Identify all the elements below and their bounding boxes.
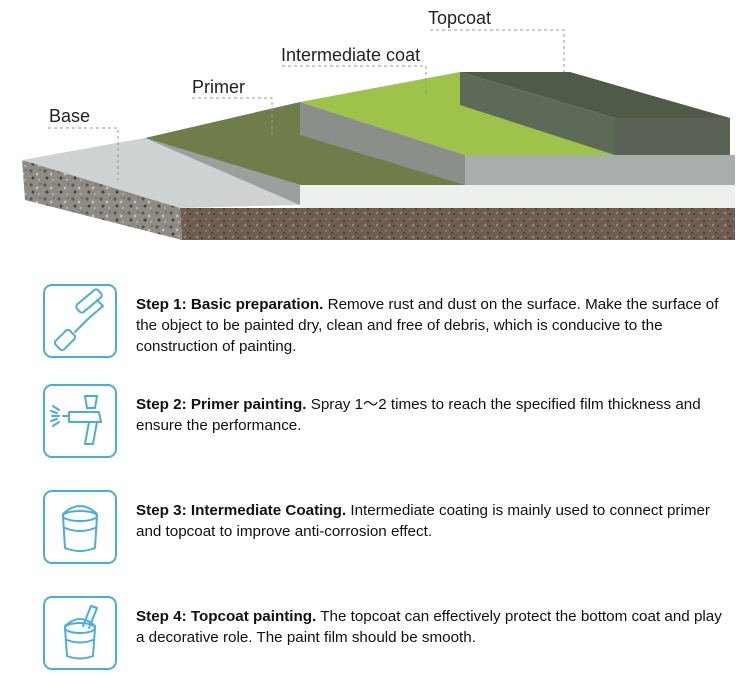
- base-top-surface: [22, 138, 300, 208]
- intermediate-layer-front: [465, 155, 735, 185]
- base-gravel-front: [22, 160, 182, 240]
- step-1-title: Step 1: Basic preparation.: [136, 296, 324, 313]
- intermediate-leader-line: [282, 65, 427, 96]
- topcoat-leader-line: [430, 29, 565, 72]
- step-4-icon-box: [43, 596, 117, 670]
- step-2-icon-box: [43, 384, 117, 458]
- step-2: Step 2: Primer painting. Spray 1～2 times…: [0, 384, 750, 464]
- step-1: Step 1: Basic preparation. Remove rust a…: [0, 284, 750, 364]
- step-1-description: Remove rust and dust on the surface. Mak…: [136, 296, 719, 355]
- topcoat-layer-top: [460, 72, 730, 118]
- base-leader-line: [48, 127, 119, 180]
- base-label: Base: [49, 106, 91, 126]
- intermediate-coat-label: Intermediate coat: [281, 45, 421, 65]
- primer-layer-top: [145, 102, 465, 185]
- intermediate-layer-top: [300, 72, 615, 155]
- paint-bucket-brush-icon: [64, 605, 98, 660]
- base-white-strip: [300, 185, 735, 208]
- step-3-title: Step 3: Intermediate Coating.: [136, 502, 347, 519]
- step-3-icon-box: [43, 490, 117, 564]
- soil-front: [180, 208, 735, 240]
- step-4-description: The topcoat can effectively protect the …: [136, 608, 722, 646]
- step-2-text: Step 2: Primer painting. Spray 1～2 times…: [136, 394, 732, 436]
- topcoat-label: Topcoat: [428, 8, 492, 28]
- primer-layer-side: [145, 138, 300, 205]
- step-3: Step 3: Intermediate Coating. Intermedia…: [0, 490, 750, 570]
- topcoat-layer-side: [460, 72, 615, 155]
- step-3-description: Intermediate coating is mainly used to c…: [136, 502, 710, 540]
- primer-leader-line: [192, 97, 273, 138]
- step-1-text: Step 1: Basic preparation. Remove rust a…: [136, 294, 732, 357]
- coating-layers-diagram: [22, 29, 735, 240]
- intermediate-layer-side: [300, 102, 465, 185]
- layer-leader-lines: [48, 29, 565, 180]
- step-4-title: Step 4: Topcoat painting.: [136, 608, 317, 625]
- spray-gun-icon: [50, 395, 102, 445]
- paint-bucket-icon: [62, 505, 98, 552]
- step-1-icon-box: [43, 284, 117, 358]
- topcoat-layer-front: [615, 118, 730, 155]
- step-2-title: Step 2: Primer painting.: [136, 396, 307, 413]
- step-3-text: Step 3: Intermediate Coating. Intermedia…: [136, 500, 732, 542]
- paint-roller-icon: [53, 288, 104, 352]
- step-4: Step 4: Topcoat painting. The topcoat ca…: [0, 596, 750, 676]
- step-4-text: Step 4: Topcoat painting. The topcoat ca…: [136, 606, 732, 648]
- step-2-description: Spray 1～2 times to reach the specified f…: [136, 396, 701, 434]
- primer-label: Primer: [192, 77, 245, 97]
